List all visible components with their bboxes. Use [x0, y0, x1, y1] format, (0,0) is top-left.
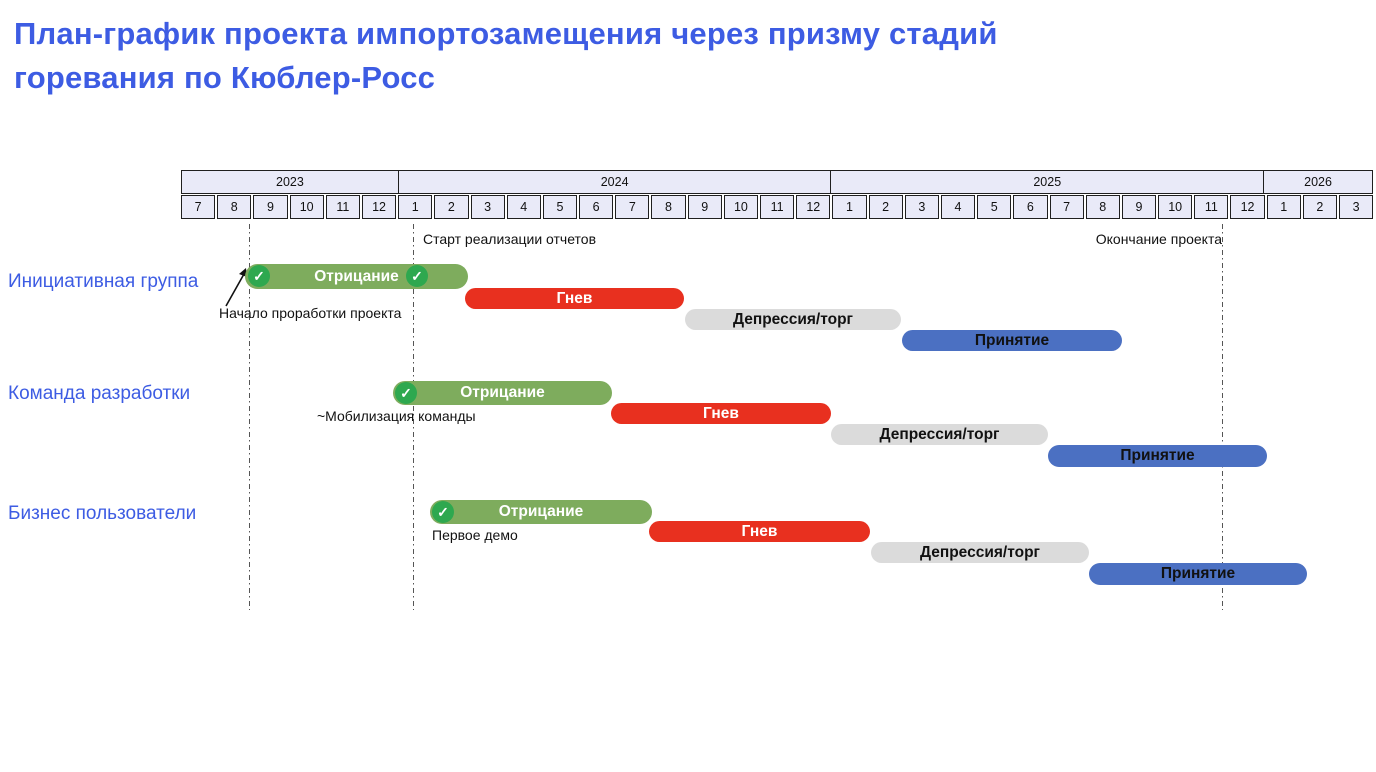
check-icon: ✓	[395, 382, 417, 404]
month-cell: 2	[1302, 195, 1337, 219]
year-cell-2023: 2023	[182, 171, 399, 193]
check-icon: ✓	[432, 501, 454, 523]
month-cell: 12	[796, 195, 831, 219]
month-cell: 4	[506, 195, 541, 219]
page-title-line2: горевания по Кюблер-Росс	[14, 60, 436, 95]
bar-depression-initiative-group: Депрессия/торг	[685, 309, 901, 330]
bar-acceptance-initiative-group: Принятие	[902, 330, 1122, 351]
milestone-line-project-elaboration-start	[249, 224, 250, 610]
month-cell: 1	[398, 195, 433, 219]
annotation-project-end: Окончание проекта	[1095, 231, 1222, 247]
bar-denial-dev-team: Отрицание ✓	[393, 381, 612, 405]
bar-label: Отрицание	[498, 503, 584, 520]
month-cell: 3	[470, 195, 505, 219]
bar-label: Принятие	[1160, 565, 1236, 582]
timeline-month-row: 7 8 9 10 11 12 1 2 3 4 5 6 7 8 9 10 11 1…	[181, 195, 1374, 219]
annotation-team-mobilization: ~Мобилизация команды	[317, 408, 476, 424]
page-title: План-график проекта импортозамещения чер…	[14, 12, 1344, 100]
month-cell: 8	[651, 195, 686, 219]
month-cell: 8	[1085, 195, 1120, 219]
month-cell: 1	[832, 195, 867, 219]
group-label-business-users: Бизнес пользователи	[8, 503, 197, 524]
month-cell: 7	[615, 195, 650, 219]
month-cell: 2	[868, 195, 903, 219]
month-cell: 3	[904, 195, 939, 219]
bar-label: Гнев	[741, 522, 778, 540]
page-title-line1: План-график проекта импортозамещения чер…	[14, 16, 998, 51]
bar-label: Гнев	[703, 404, 739, 422]
bar-label: Отрицание	[314, 267, 399, 285]
month-cell: 6	[1013, 195, 1048, 219]
month-cell: 2	[434, 195, 469, 219]
bar-label: Гнев	[556, 289, 593, 307]
month-cell: 7	[181, 195, 216, 219]
month-cell: 9	[1121, 195, 1157, 219]
year-cell-2024: 2024	[399, 171, 832, 193]
month-cell: 11	[325, 195, 360, 219]
year-cell-2026: 2026	[1304, 175, 1332, 189]
bar-anger-business-users: Гнев	[649, 521, 870, 542]
group-label-dev-team: Команда разработки	[8, 383, 191, 404]
bar-label: Депрессия/торг	[879, 425, 1000, 443]
month-cell: 5	[977, 195, 1012, 219]
bar-acceptance-business-users: Принятие	[1089, 563, 1307, 585]
bar-anger-initiative-group: Гнев	[465, 288, 684, 309]
timeline-year-row: 2023 2024 2025 2026	[181, 170, 1373, 194]
month-cell: 4	[940, 195, 976, 219]
milestone-line-reports-implementation-start	[413, 224, 414, 610]
bar-label: Депрессия/торг	[920, 543, 1040, 561]
month-cell: 11	[760, 195, 795, 219]
bar-denial-business-users: Отрицание ✓	[430, 500, 652, 524]
month-cell: 12	[361, 195, 397, 219]
bar-label: Принятие	[974, 331, 1050, 349]
month-cell: 8	[217, 195, 252, 219]
bar-label: Отрицание	[460, 384, 545, 401]
milestone-line-project-end	[1222, 224, 1223, 610]
timeline-header: 2023 2024 2025 2026 7 8 9 10 11 12 1 2 3…	[181, 170, 1374, 219]
bar-depression-business-users: Депрессия/торг	[871, 542, 1089, 563]
bar-acceptance-dev-team: Принятие	[1048, 445, 1267, 467]
bar-depression-dev-team: Депрессия/торг	[831, 424, 1048, 445]
month-cell: 12	[1230, 195, 1265, 219]
month-cell: 9	[687, 195, 722, 219]
month-cell: 10	[723, 195, 758, 219]
month-cell: 11	[1194, 195, 1229, 219]
month-cell: 3	[1339, 195, 1374, 219]
month-cell: 5	[542, 195, 578, 219]
month-cell: 1	[1266, 195, 1301, 219]
bar-label: Депрессия/торг	[733, 310, 853, 328]
month-cell: 7	[1049, 195, 1084, 219]
month-cell: 9	[253, 195, 288, 219]
month-cell: 10	[1158, 195, 1193, 219]
bar-denial-initiative-group: Отрицание ✓ ✓	[245, 264, 468, 289]
annotation-project-elaboration-start: Начало проработки проекта	[219, 305, 402, 321]
bar-label: Принятие	[1120, 447, 1195, 464]
month-cell: 10	[289, 195, 324, 219]
annotation-reports-implementation-start: Старт реализации отчетов	[423, 231, 597, 247]
check-icon: ✓	[406, 265, 428, 287]
month-cell: 6	[579, 195, 614, 219]
check-icon: ✓	[248, 265, 270, 287]
year-cell-2025: 2025	[831, 171, 1265, 193]
annotation-first-demo: Первое демо	[432, 527, 518, 543]
bar-anger-dev-team: Гнев	[611, 403, 831, 424]
group-label-initiative-group: Инициативная группа	[8, 271, 199, 292]
